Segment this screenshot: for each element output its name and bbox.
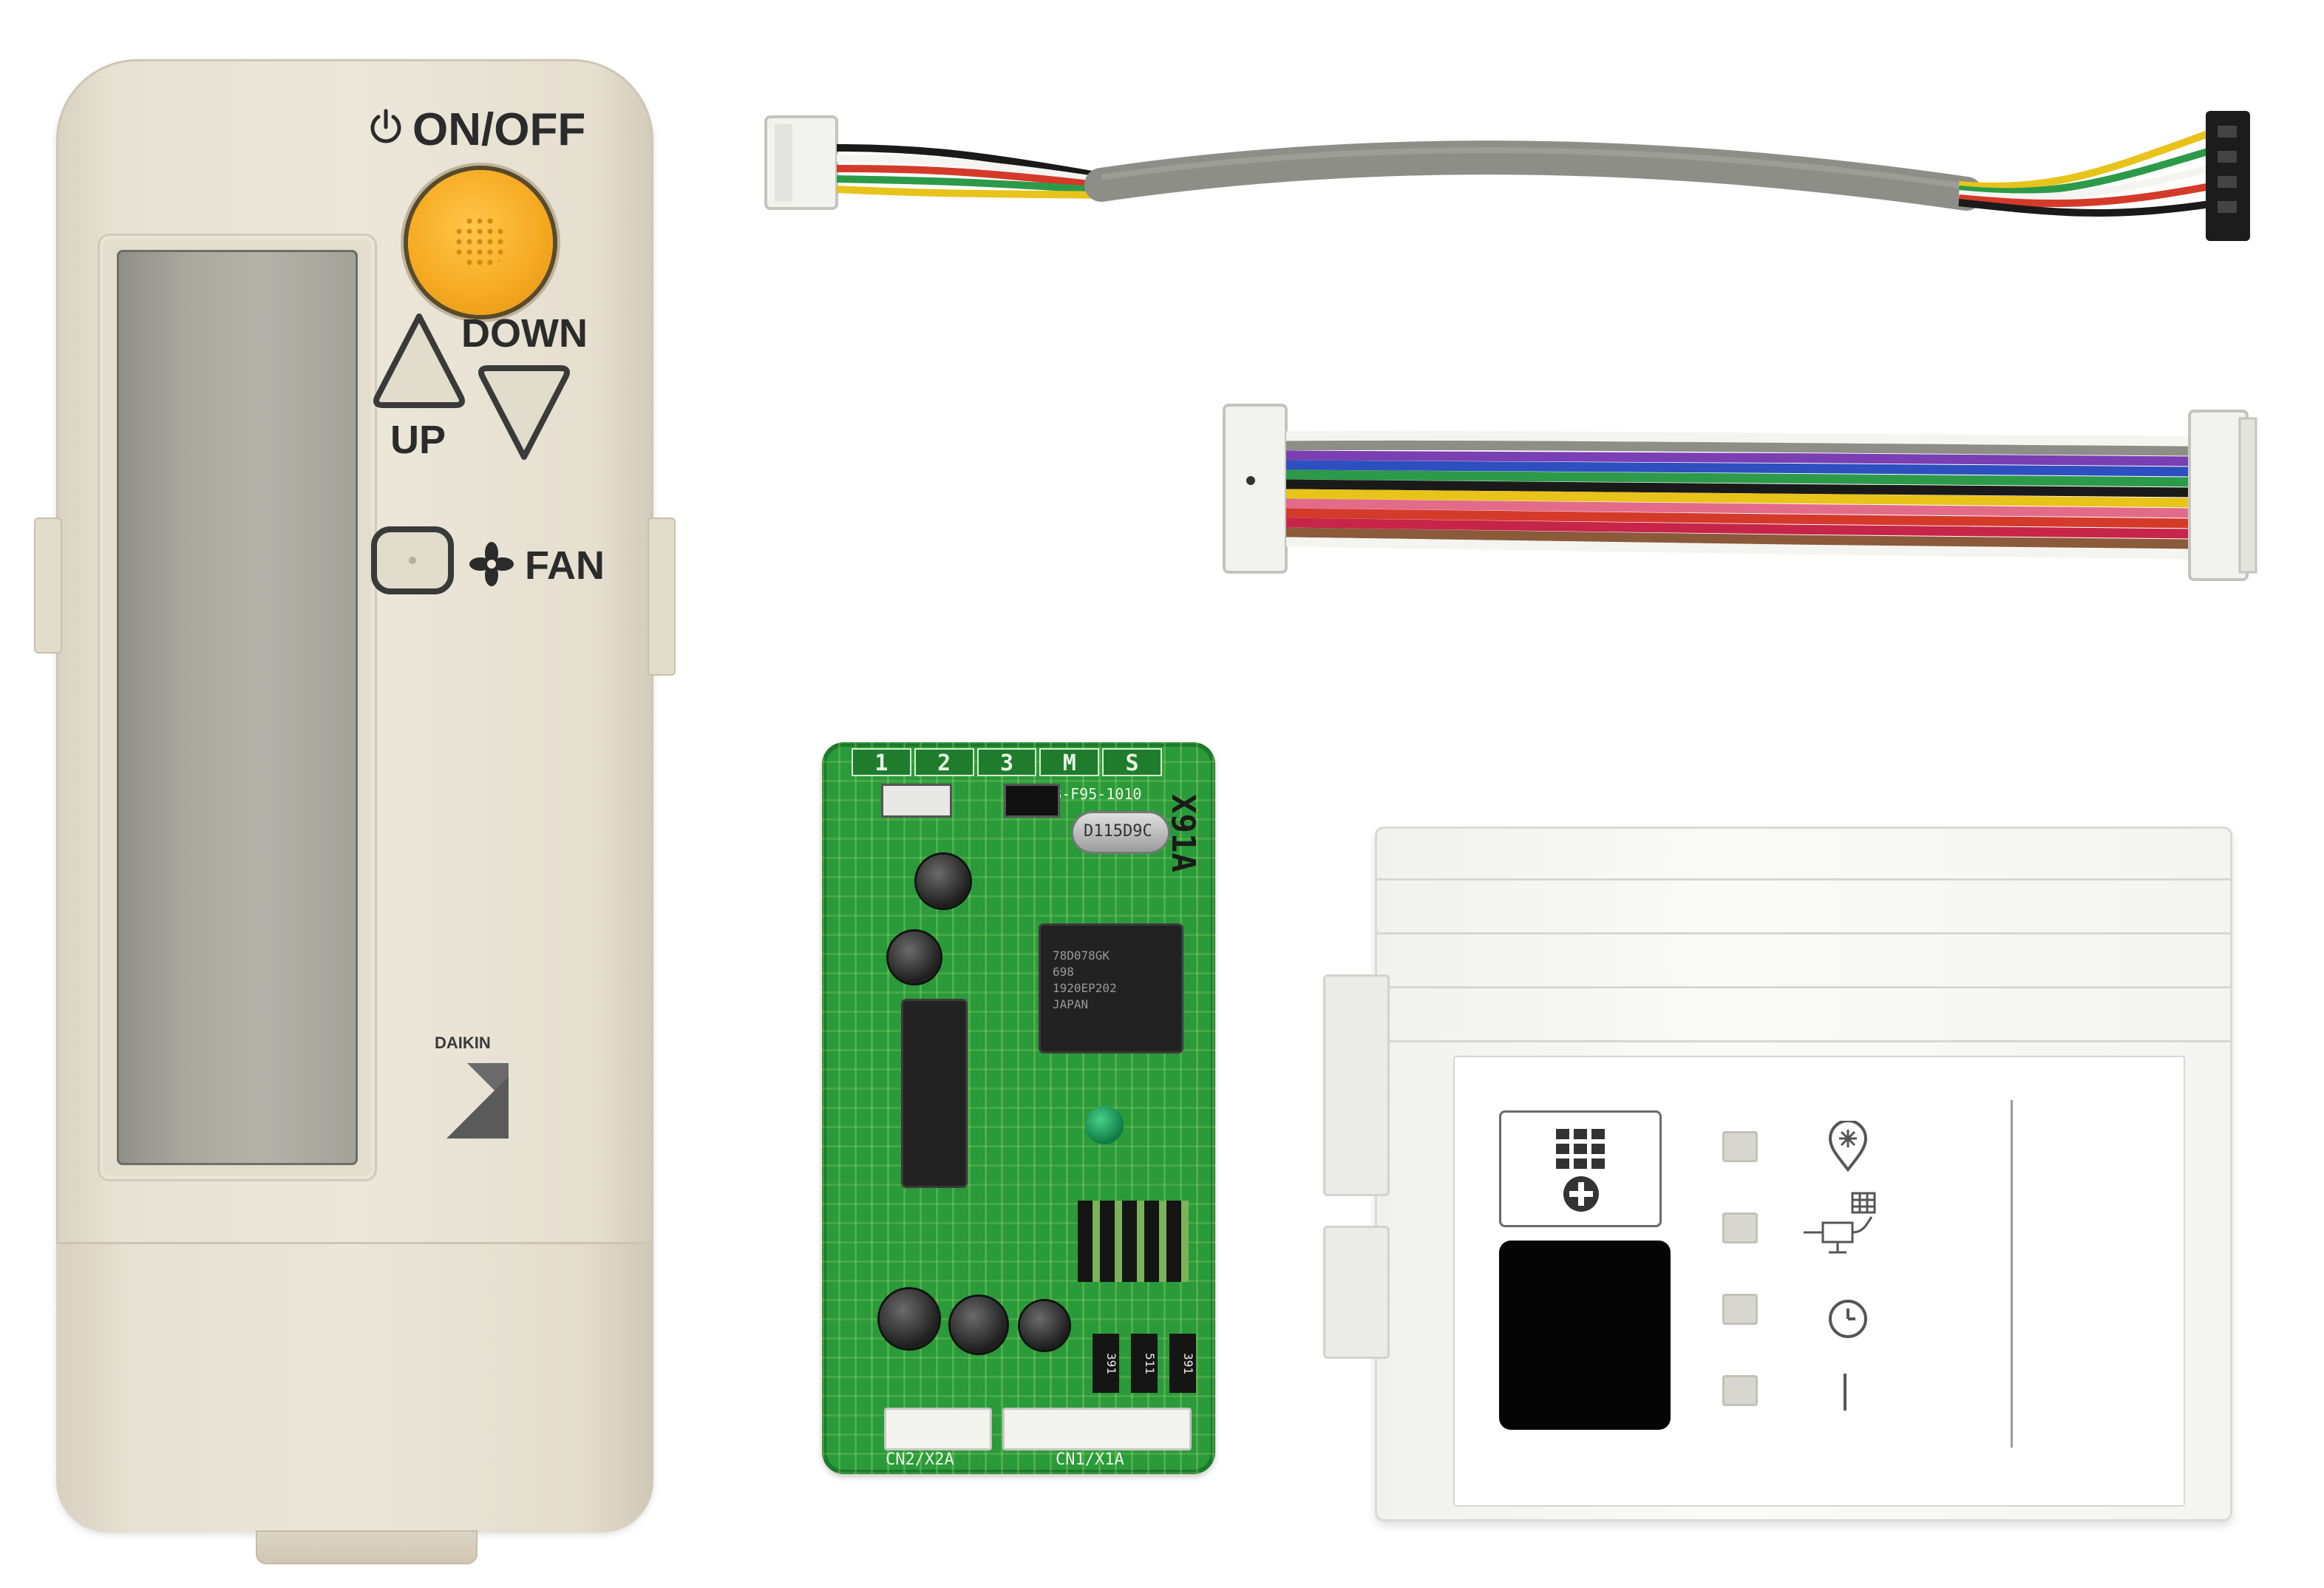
onoff-button-texture	[454, 216, 507, 269]
capacitor-5	[1020, 1301, 1069, 1350]
resistor-array	[1078, 1201, 1189, 1282]
cable1-sheath	[1084, 140, 1983, 211]
down-label: DOWN	[461, 311, 588, 356]
chip-line-3: 1920EP202	[1053, 981, 1117, 995]
connector-cn2-label: CN2/X2A	[886, 1450, 954, 1469]
chip-line-2: 698	[1053, 965, 1074, 979]
slide-switch-right[interactable]	[1004, 784, 1060, 818]
connector-cn1-label: CN1/X1A	[1056, 1450, 1124, 1469]
switch-pos-2: 2	[914, 748, 974, 776]
crystal-oscillator: D115D9C	[1073, 813, 1168, 852]
grid-plus-icon	[1556, 1129, 1605, 1212]
capacitor-1	[917, 855, 970, 908]
capacitor-4	[951, 1297, 1007, 1353]
capacitor-2	[889, 932, 940, 983]
brand-text: DAIKIN	[435, 1034, 491, 1052]
lcd-display	[117, 250, 358, 1165]
timer-clock-icon	[1829, 1300, 1867, 1338]
indicator-lamp-2	[1722, 1212, 1758, 1243]
onoff-label: ON/OFF	[412, 104, 586, 155]
chip-line-4: JAPAN	[1053, 997, 1089, 1011]
receiver-vent-ribs	[1375, 827, 2232, 1048]
model-mark: X91A	[1164, 794, 1202, 872]
lcd-frame	[98, 234, 377, 1181]
fan-icon	[469, 542, 514, 586]
up-button[interactable]	[370, 311, 469, 411]
ribbon-cable-assembly	[1223, 404, 2257, 581]
daikin-logo-icon	[446, 1063, 509, 1139]
remote-side-clip-left	[34, 518, 62, 654]
remote-controller: ON/OFF DOWN UP FAN DAIKIN	[34, 59, 676, 1564]
battery-cover-tab	[256, 1530, 478, 1564]
thin-cable-assembly	[764, 111, 2250, 241]
fan-label: FAN	[525, 543, 605, 588]
receiver-button-box[interactable]	[1499, 1110, 1662, 1227]
receiver-mount-clip-bottom	[1323, 1226, 1390, 1359]
board-code: DB-F95-1010	[1044, 785, 1142, 803]
cable2-right-connector	[2188, 410, 2249, 581]
fan-button[interactable]	[370, 525, 455, 596]
switch-pos-3: 3	[976, 748, 1037, 776]
capacitor-3	[880, 1289, 939, 1348]
resistor-2: 511	[1131, 1334, 1158, 1393]
indicator-lamp-3	[1722, 1294, 1758, 1325]
receiver-mount-clip-top	[1323, 974, 1390, 1196]
receiver-unit	[1323, 827, 2232, 1521]
crystal-mark: D115D9C	[1084, 822, 1152, 841]
switch-pos-m: M	[1039, 748, 1100, 776]
power-icon	[370, 109, 401, 143]
down-button[interactable]	[475, 362, 574, 463]
up-label: UP	[390, 418, 446, 462]
infrared-sensor-window	[1499, 1241, 1671, 1430]
slide-switch-left[interactable]	[881, 784, 952, 818]
battery-cover	[56, 1242, 653, 1533]
defrost-pin-icon	[1828, 1121, 1868, 1173]
pcb-switch-header: 1 2 3 M S	[852, 748, 1162, 776]
switch-pos-1: 1	[852, 748, 911, 776]
operation-bar-icon	[1844, 1374, 1846, 1411]
resistor-1: 391	[1093, 1334, 1119, 1393]
switch-pos-s: S	[1102, 748, 1162, 776]
connector-cn1[interactable]	[1002, 1408, 1192, 1450]
chip-line-1: 78D078GK	[1053, 949, 1110, 963]
indicator-lamp-4	[1722, 1375, 1758, 1406]
remote-side-clip-right	[648, 518, 676, 676]
indicator-lamp-1	[1722, 1131, 1758, 1162]
dip-chip	[903, 1001, 965, 1186]
resistor-3: 391	[1169, 1334, 1196, 1393]
receiver-front-panel	[1453, 1056, 2185, 1507]
panel-divider-line	[2011, 1100, 2013, 1448]
connector-cn2[interactable]	[884, 1408, 992, 1450]
onoff-button[interactable]	[408, 170, 553, 315]
cable2-left-connector	[1223, 404, 1288, 574]
microcontroller-chip: 78D078GK 698 1920EP202 JAPAN	[1041, 926, 1181, 1051]
filter-unit-icon	[1804, 1192, 1876, 1254]
status-led	[1085, 1106, 1124, 1144]
circuit-board: 1 2 3 M S DB-F95-1010 X91A D115D9C 78D07…	[822, 742, 1215, 1474]
